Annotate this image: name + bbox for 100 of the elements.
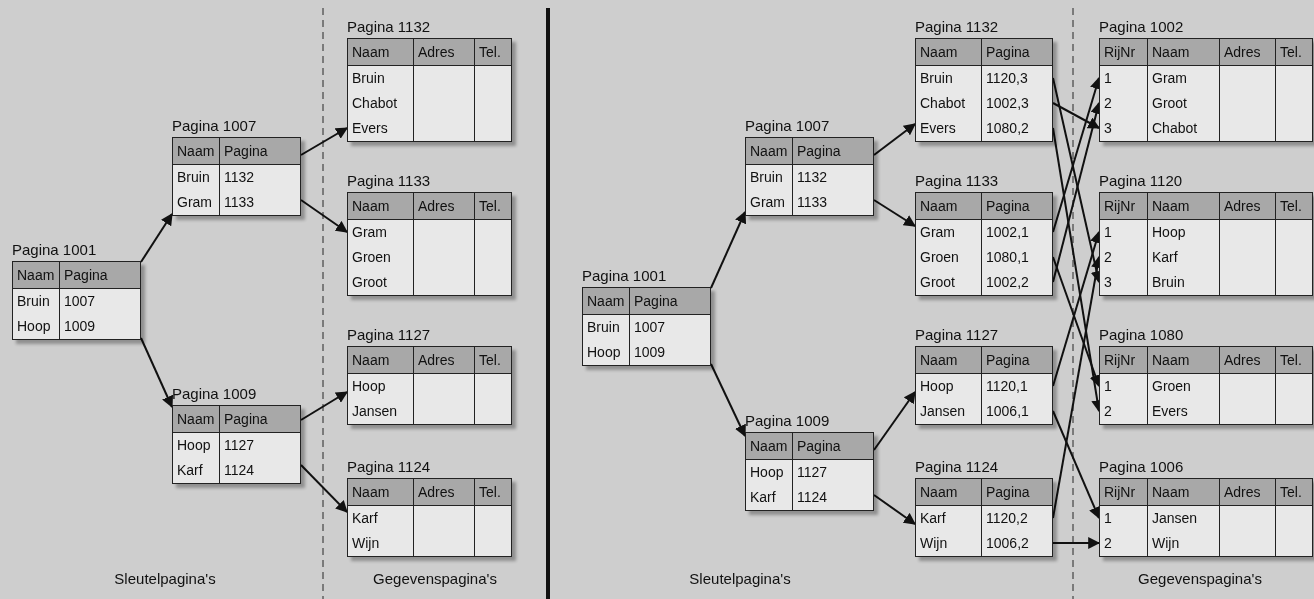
table-cell-text: 1120,3 (985, 69, 1028, 88)
table-cell-text: 1127 (796, 463, 828, 482)
table-cell-text: Bruin (16, 292, 50, 311)
column-header: RijNr (1103, 43, 1136, 62)
section-label: Gegevenspagina's (373, 570, 497, 587)
table-cell-text: Bruin (919, 69, 953, 88)
column-header: Tel. (478, 43, 501, 62)
column-header: Naam (919, 483, 958, 502)
column-header: Naam (176, 410, 215, 429)
column-header: Adres (1223, 351, 1261, 370)
column-header: Pagina (985, 43, 1030, 62)
table-cell-text: 1007 (633, 318, 666, 337)
arrow (873, 199, 916, 227)
table-cell-text: Evers (1151, 402, 1188, 421)
page-title: Pagina 1124 (915, 458, 999, 476)
table-cell-text: Groot (351, 273, 387, 292)
arrow (1052, 410, 1101, 520)
page-title: Pagina 1132 (347, 18, 431, 36)
table-cell-text: Gram (176, 193, 212, 212)
table-cell-text: Jansen (351, 402, 398, 421)
table-cell-text: 1 (1103, 223, 1112, 242)
column-header: Adres (417, 351, 455, 370)
column-header: Naam (919, 197, 958, 216)
page-title: Pagina 1133 (915, 172, 999, 190)
table-cell-text: Gram (919, 223, 955, 242)
table-cell-text: 1133 (796, 193, 828, 212)
table-cell-text: Hoop (351, 377, 386, 396)
arrow (140, 337, 174, 409)
column-header: Pagina (223, 410, 268, 429)
column-header: Naam (1151, 351, 1190, 370)
page-title: Pagina 1007 (172, 117, 257, 135)
column-header: Tel. (1279, 43, 1302, 62)
column-header: Naam (1151, 483, 1190, 502)
table-cell-text: Hoop (16, 317, 51, 336)
table-cell-text: 1133 (223, 193, 255, 212)
column-header: RijNr (1103, 197, 1136, 216)
table-cell-text: Hoop (919, 377, 954, 396)
table-cell-text: Gram (749, 193, 785, 212)
section-label: Gegevenspagina's (1138, 570, 1262, 587)
arrow (873, 494, 916, 525)
section-label: Sleutelpagina's (114, 570, 216, 587)
column-header: Tel. (1279, 197, 1302, 216)
table-cell-text: 1080,2 (985, 119, 1029, 138)
table-cell-text: 1009 (63, 317, 96, 336)
page-title: Pagina 1007 (745, 117, 830, 135)
column-header: Tel. (478, 197, 501, 216)
table-cell-text: 2 (1103, 94, 1112, 113)
table-cell-text: 1120,2 (985, 509, 1028, 528)
page-title: Pagina 1124 (347, 458, 431, 476)
table-cell-text: Groot (1151, 94, 1187, 113)
table-cell-text: 1002,1 (985, 223, 1029, 242)
arrow (300, 199, 348, 233)
column-header: Naam (1151, 43, 1190, 62)
table-cell-text: 2 (1103, 534, 1112, 553)
column-header: Pagina (796, 437, 841, 456)
table-cell-text: Karf (176, 461, 203, 480)
column-header: Tel. (478, 351, 501, 370)
table-cell-text: Karf (1151, 248, 1178, 267)
table-cell-text: Bruin (351, 69, 385, 88)
table-cell-text: Gram (351, 223, 387, 242)
column-header: Naam (351, 351, 390, 370)
column-header: Pagina (223, 142, 268, 161)
table-cell-text: 1 (1103, 509, 1112, 528)
table-cell-text: 1007 (63, 292, 96, 311)
column-header: Pagina (796, 142, 841, 161)
table-cell-text: 1 (1103, 377, 1112, 396)
column-header: RijNr (1103, 483, 1136, 502)
page-title: Pagina 1127 (915, 326, 999, 344)
arrow (300, 464, 348, 513)
page-title: Pagina 1009 (172, 385, 257, 403)
page-title: Pagina 1132 (915, 18, 999, 36)
table-cell-text: Karf (919, 509, 946, 528)
table-cell-text: Bruin (586, 318, 620, 337)
table-cell-text: Wijn (1151, 534, 1180, 553)
arrow (300, 391, 349, 421)
table-cell-text: Groen (351, 248, 391, 267)
table-cell-text: Hoop (1151, 223, 1186, 242)
table-cell-text: Hoop (586, 343, 621, 362)
arrow (1052, 537, 1101, 549)
column-header: Tel. (478, 483, 501, 502)
column-header: Tel. (1279, 351, 1302, 370)
table-cell-text: 1002,2 (985, 273, 1029, 292)
table-cell-text: 1127 (223, 436, 255, 455)
table-cell-text: 1120,1 (985, 377, 1028, 396)
column-header: Pagina (985, 197, 1030, 216)
column-header: Adres (417, 43, 455, 62)
table-cell-text: 1080,1 (985, 248, 1029, 267)
table-cell-text: Chabot (1151, 119, 1198, 138)
column-header: Naam (351, 483, 390, 502)
table-cell-text: 1 (1103, 69, 1112, 88)
page-title: Pagina 1002 (1099, 18, 1184, 36)
table-cell-text: 3 (1103, 119, 1112, 138)
arrow (140, 213, 173, 263)
column-header: Naam (351, 43, 390, 62)
table-cell-text: 1132 (223, 168, 255, 187)
arrow (300, 127, 349, 156)
column-header: Adres (1223, 483, 1261, 502)
column-header: Tel. (1279, 483, 1302, 502)
page-title: Pagina 1006 (1099, 458, 1184, 476)
table-cell-text: Jansen (919, 402, 966, 421)
